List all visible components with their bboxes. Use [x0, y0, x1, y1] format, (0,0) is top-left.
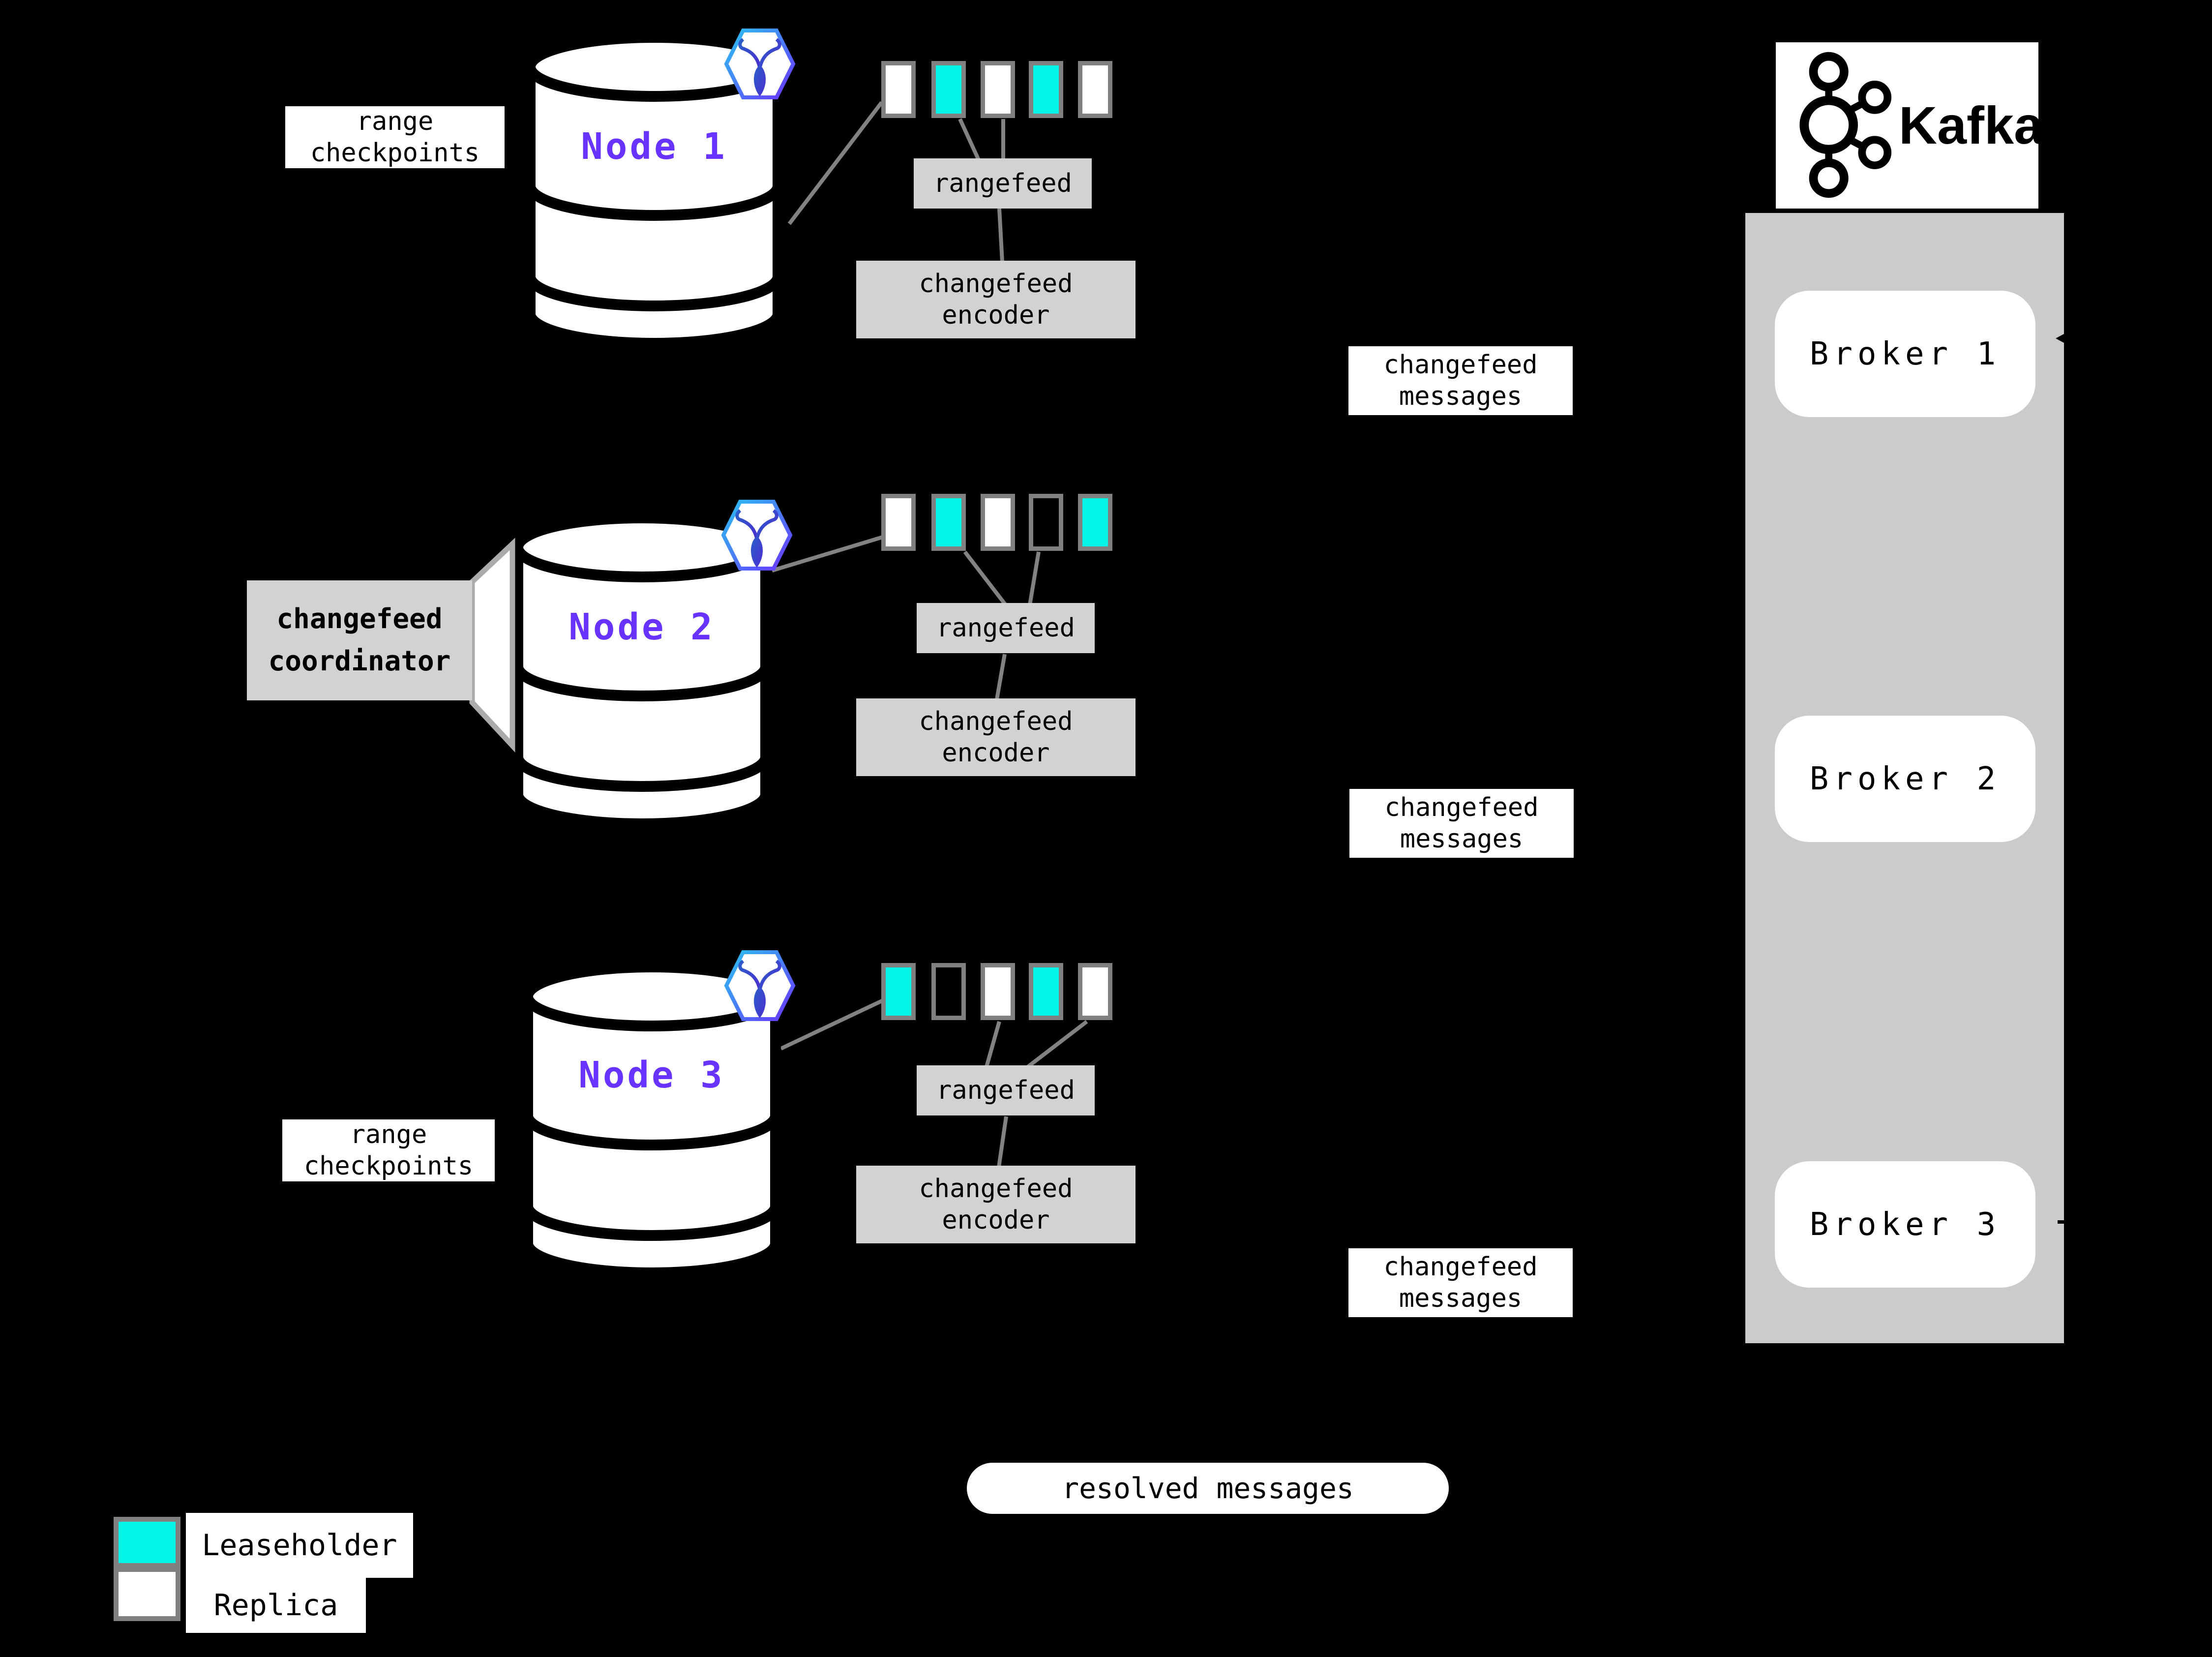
range-replica-box	[881, 61, 916, 118]
legend-replica-swatch	[114, 1567, 180, 1621]
range-replica-box	[981, 963, 1015, 1020]
changefeed-encoder-box: changefeed encoder	[856, 1166, 1136, 1243]
line-end-tick	[2058, 1220, 2070, 1224]
encoder-label-line1: changefeed	[919, 1174, 1073, 1204]
rangefeed-box: rangefeed	[914, 158, 1092, 209]
coordinator-label-line2: coordinator	[268, 645, 451, 677]
resolved-messages-pill: resolved messages	[967, 1463, 1449, 1514]
encoder-label-line2: encoder	[942, 1205, 1050, 1235]
connector-line	[780, 995, 890, 1051]
range-checkpoints-line2: checkpoints	[310, 138, 480, 168]
kafka-wordmark: Kafka	[1899, 95, 2044, 155]
connector-line	[997, 208, 1004, 262]
rangefeed-box: rangefeed	[917, 1065, 1095, 1115]
range-checkpoints-line1: range	[350, 1120, 427, 1149]
messages-label-line1: changefeed	[1383, 350, 1538, 380]
encoder-label-line2: encoder	[942, 738, 1050, 768]
broker-2-label: Broker 2	[1809, 760, 2001, 797]
range-checkpoints-line1: range	[356, 107, 434, 136]
changefeed-coordinator-box: changefeed coordinator	[247, 580, 472, 700]
connector-line	[997, 1116, 1008, 1168]
node-1-label: Node 1	[581, 125, 727, 168]
rangefeed-label: rangefeed	[936, 1076, 1075, 1105]
range-checkpoints-label: range checkpoints	[285, 106, 505, 168]
range-empty-box	[1029, 494, 1063, 551]
changefeed-encoder-box: changefeed encoder	[856, 261, 1136, 338]
connector-line	[985, 1021, 1001, 1068]
range-leaseholder-box	[1029, 963, 1063, 1020]
encoder-label-line1: changefeed	[919, 269, 1073, 299]
node-2-label: Node 2	[568, 606, 715, 648]
broker-2-box: Broker 2	[1775, 716, 2035, 842]
legend-leaseholder-text: Leaseholder	[202, 1528, 397, 1563]
range-replica-box	[1078, 61, 1112, 118]
broker-1-box: Broker 1	[1775, 291, 2035, 417]
database-icon	[525, 33, 783, 348]
range-replica-box	[881, 494, 916, 551]
connector-line	[963, 550, 1008, 606]
range-leaseholder-box	[1078, 494, 1112, 551]
broker-3-label: Broker 3	[1809, 1206, 2001, 1243]
rangefeed-label: rangefeed	[933, 169, 1072, 198]
legend-leaseholder-label: Leaseholder	[186, 1513, 413, 1578]
range-checkpoints-line2: checkpoints	[303, 1151, 474, 1181]
cockroachdb-icon	[724, 950, 796, 1021]
range-replica-box	[981, 494, 1015, 551]
range-leaseholder-box	[1029, 61, 1063, 118]
messages-label-line2: messages	[1400, 824, 1524, 854]
changefeed-messages-label: changefeed messages	[1349, 789, 1574, 858]
cockroachdb-icon	[724, 29, 796, 99]
changefeed-messages-label: changefeed messages	[1348, 1248, 1573, 1317]
rangefeed-label: rangefeed	[936, 613, 1075, 643]
connector-line	[1028, 551, 1041, 605]
range-leaseholder-box	[881, 963, 916, 1020]
rangefeed-box: rangefeed	[917, 603, 1095, 653]
coordinator-label-line1: changefeed	[276, 603, 443, 635]
arrowhead-left-icon	[2056, 330, 2071, 347]
legend-replica-label: Replica	[186, 1578, 366, 1633]
messages-label-line2: messages	[1399, 1284, 1523, 1313]
encoder-label-line2: encoder	[942, 301, 1050, 330]
kafka-logo-box: Kafka	[1776, 42, 2043, 209]
messages-label-line1: changefeed	[1383, 1252, 1538, 1282]
connector-line	[1026, 1020, 1088, 1069]
changefeed-encoder-box: changefeed encoder	[856, 698, 1136, 776]
connector-line	[995, 654, 1007, 700]
kafka-broker-panel: Broker 1 Broker 2 Broker 3	[1745, 213, 2064, 1343]
range-empty-box	[931, 963, 966, 1020]
resolved-messages-label: resolved messages	[1062, 1472, 1354, 1505]
encoder-label-line1: changefeed	[919, 707, 1073, 736]
node-3-label: Node 3	[578, 1054, 725, 1096]
legend-replica-text: Replica	[213, 1588, 338, 1623]
messages-label-line2: messages	[1399, 382, 1523, 411]
legend-leaseholder-swatch	[114, 1517, 180, 1568]
messages-label-line1: changefeed	[1384, 793, 1539, 822]
range-replica-box	[981, 61, 1015, 118]
range-replica-box	[1078, 963, 1112, 1020]
changefeed-messages-label: changefeed messages	[1348, 346, 1573, 415]
range-leaseholder-box	[931, 61, 966, 118]
connector-line	[787, 101, 884, 225]
cockroachdb-icon	[721, 500, 793, 571]
broker-1-label: Broker 1	[1809, 335, 2001, 372]
connector-line	[958, 118, 981, 161]
database-icon	[512, 514, 771, 829]
range-leaseholder-box	[931, 494, 966, 551]
broker-3-box: Broker 3	[1775, 1161, 2035, 1288]
kafka-icon	[1799, 52, 1892, 198]
database-icon	[522, 963, 781, 1278]
range-checkpoints-label: range checkpoints	[282, 1119, 495, 1181]
